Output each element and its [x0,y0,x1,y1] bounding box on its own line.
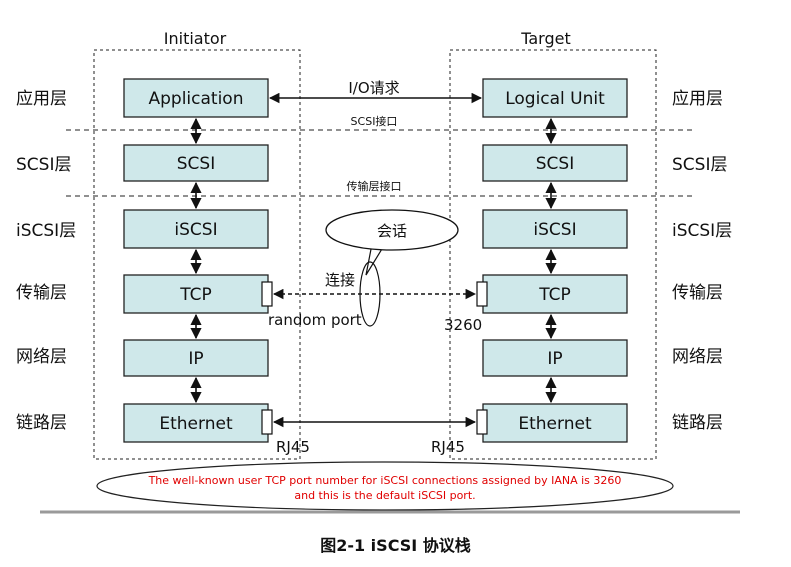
figure-caption: 图2-1 iSCSI 协议栈 [320,536,471,555]
eth-port-right [476,409,488,435]
layer-label-link-left: 链路层 [16,413,67,433]
session-callout-tail [365,243,386,276]
layer-label-transport-right: 传输层 [672,283,723,303]
layer-label-scsi-left: SCSI层 [16,155,71,175]
svg-text:TCP: TCP [538,285,571,305]
connection-label: 连接 [325,271,355,289]
svg-text:SCSI: SCSI [536,154,574,174]
initiator-header: Initiator [164,29,227,48]
tcp-port-left [261,281,273,307]
session-label: 会话 [377,222,407,240]
layer-label-scsi-right: SCSI层 [672,155,727,175]
svg-text:Ethernet: Ethernet [159,414,233,434]
iana-note-line1: The well-known user TCP port number for … [148,474,622,487]
initiator-ip-box: IP [123,339,269,377]
initiator-application-box: Application [123,78,269,118]
eth-port-left [261,409,273,435]
target-logical-unit-box: Logical Unit [482,78,628,118]
target-header: Target [520,29,571,48]
transport-interface-label: 传输层接口 [347,179,402,193]
layer-label-app-left: 应用层 [16,89,67,109]
iana-note-ellipse [96,461,674,511]
scsi-interface-label: SCSI接口 [351,115,398,128]
layer-label-network-left: 网络层 [16,347,67,367]
rj45-right-label: RJ45 [431,438,465,456]
target-region [449,49,657,460]
session-callout [325,209,459,251]
initiator-region [93,49,301,460]
layer-label-network-right: 网络层 [672,347,723,367]
svg-text:IP: IP [547,349,562,369]
iana-note-line2: and this is the default iSCSI port. [294,489,475,502]
svg-text:SCSI: SCSI [177,154,215,174]
svg-text:Application: Application [149,89,244,109]
layer-label-link-right: 链路层 [672,413,723,433]
layer-label-iscsi-left: iSCSI层 [16,221,76,241]
iscsi-stack-diagram: Initiator Target 应用层 SCSI层 iSCSI层 传输层 网络… [16,29,740,514]
initiator-scsi-box: SCSI [123,144,269,182]
initiator-tcp-box: TCP [123,274,269,314]
svg-text:IP: IP [188,349,203,369]
initiator-iscsi-box: iSCSI [123,209,269,249]
target-tcp-box: TCP [482,274,628,314]
svg-text:iSCSI: iSCSI [533,220,576,240]
svg-text:TCP: TCP [179,285,212,305]
connection-loop [359,261,381,327]
tcp-port-right [476,281,488,307]
random-port-label: random port [268,311,362,329]
svg-text:iSCSI: iSCSI [174,220,217,240]
port-3260-label: 3260 [444,316,482,334]
target-ethernet-box: Ethernet [482,403,628,443]
target-iscsi-box: iSCSI [482,209,628,249]
layer-label-app-right: 应用层 [672,89,723,109]
layer-label-iscsi-right: iSCSI层 [672,221,732,241]
target-scsi-box: SCSI [482,144,628,182]
initiator-ethernet-box: Ethernet [123,403,269,443]
target-ip-box: IP [482,339,628,377]
layer-label-transport-left: 传输层 [16,283,67,303]
io-request-label: I/O请求 [348,79,399,97]
svg-text:Ethernet: Ethernet [518,414,592,434]
svg-text:Logical Unit: Logical Unit [505,89,605,109]
rj45-left-label: RJ45 [276,438,310,456]
